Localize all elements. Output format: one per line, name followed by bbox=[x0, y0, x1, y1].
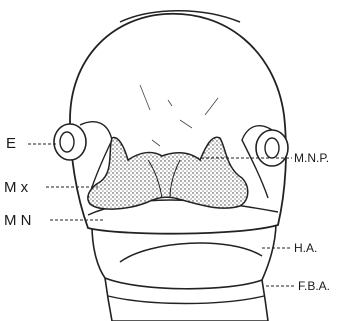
label-eye: E bbox=[6, 136, 16, 151]
label-mandibular: M N bbox=[4, 213, 32, 228]
label-maxillary: M x bbox=[4, 180, 28, 195]
right-eye-icon bbox=[256, 130, 288, 166]
left-eye-icon bbox=[54, 124, 86, 160]
label-hyoid-arch: H.A. bbox=[294, 242, 317, 254]
label-fourth-branchial-arch: F.B.A. bbox=[298, 280, 330, 292]
label-medial-nasal-process: M.N.P. bbox=[294, 152, 329, 164]
